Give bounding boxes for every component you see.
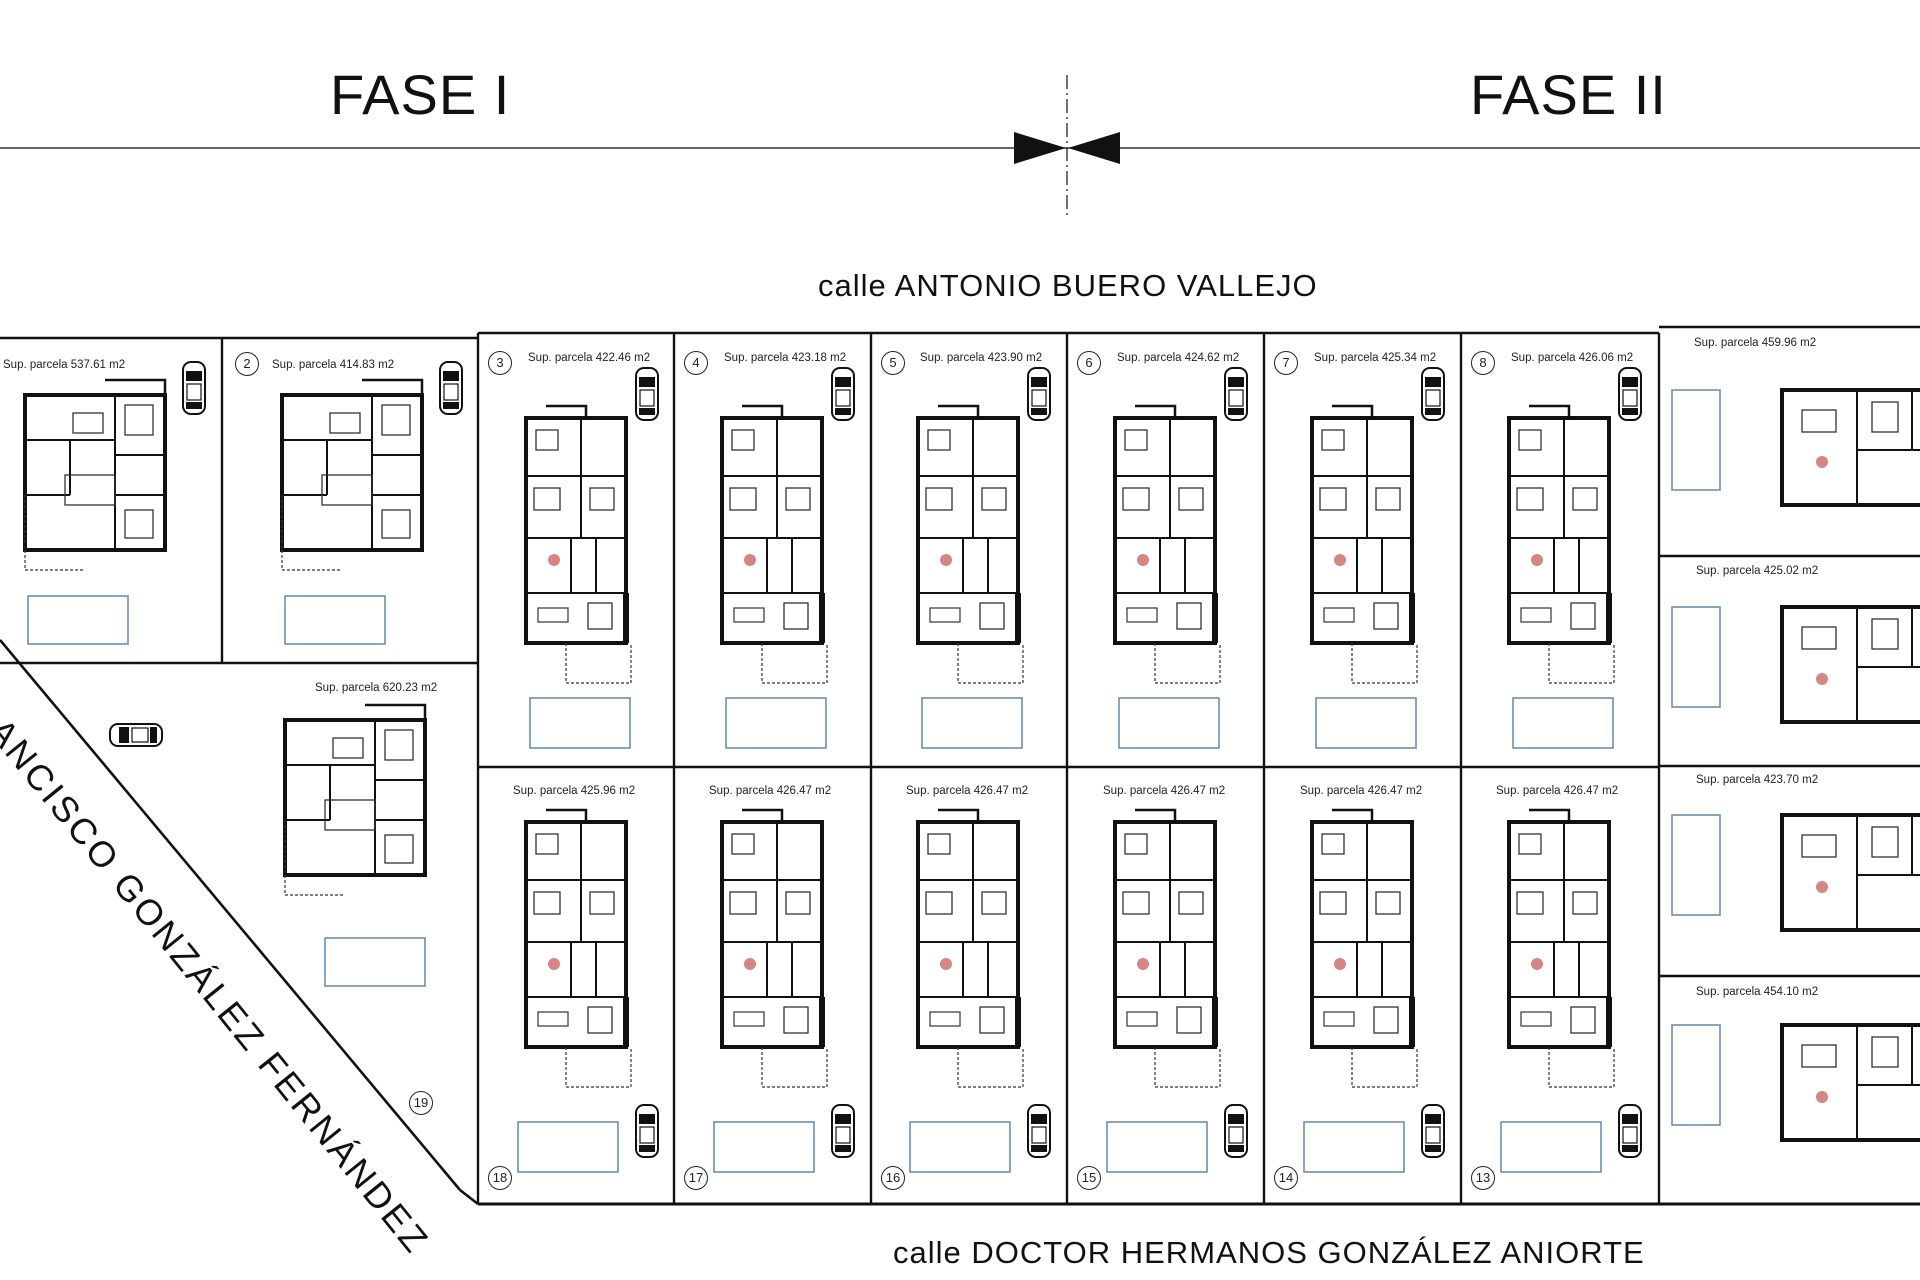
pool-rect	[1512, 697, 1614, 749]
plot-18-surface: Sup. parcela 425.96 m2	[513, 785, 636, 797]
plot-15-surface: Sup. parcela 426.47 m2	[1103, 785, 1226, 797]
house-floorplan-top-5	[918, 406, 1023, 683]
plot-19-surface: Sup. parcela 620.23 m2	[315, 682, 438, 694]
car-icon	[109, 723, 163, 747]
car-icon	[1027, 1104, 1051, 1158]
house-floorplan-top-6	[1115, 406, 1220, 683]
pool-rect	[1303, 1121, 1405, 1173]
pool-rect	[27, 595, 129, 645]
phase-2-label: FASE II	[1470, 63, 1667, 126]
car-icon	[635, 1104, 659, 1158]
plot-16-surface: Sup. parcela 426.47 m2	[906, 785, 1029, 797]
phase-1-label: FASE I	[330, 63, 511, 126]
pool-rect	[517, 1121, 619, 1173]
house-floorplan-r2	[1780, 605, 1920, 724]
car-icon	[1027, 367, 1051, 421]
plot-2-number: 2	[235, 352, 259, 376]
house-floorplan-bottom-13	[1509, 810, 1614, 1087]
house-floorplan-top-3	[526, 406, 631, 683]
pool-rect	[1671, 1024, 1721, 1126]
pool-rect	[1671, 814, 1721, 916]
plot-r4-surface: Sup. parcela 454.10 m2	[1696, 986, 1819, 998]
plot-7-surface: Sup. parcela 425.34 m2	[1314, 352, 1437, 364]
car-icon	[1224, 1104, 1248, 1158]
pool-rect	[1106, 1121, 1208, 1173]
pool-rect	[284, 595, 386, 645]
pool-rect	[1500, 1121, 1602, 1173]
plot-15-number: 15	[1077, 1166, 1101, 1190]
pool-rect	[921, 697, 1023, 749]
car-icon	[1421, 1104, 1445, 1158]
diagonal-street-edge	[459, 1188, 479, 1206]
car-icon	[831, 1104, 855, 1158]
pool-rect	[529, 697, 631, 749]
plot-5-number: 5	[881, 351, 905, 375]
plot-14-number: 14	[1274, 1166, 1298, 1190]
car-icon	[1421, 367, 1445, 421]
house-floorplan-bottom-17	[722, 810, 827, 1087]
pool-rect	[909, 1121, 1011, 1173]
car-icon	[1618, 367, 1642, 421]
house-floorplan-2	[280, 378, 424, 572]
pool-rect	[1671, 389, 1721, 491]
plot-14-surface: Sup. parcela 426.47 m2	[1300, 785, 1423, 797]
house-floorplan-bottom-18	[526, 810, 631, 1087]
pool-rect	[725, 697, 827, 749]
house-floorplan-top-4	[722, 406, 827, 683]
house-floorplan-bottom-14	[1312, 810, 1417, 1087]
car-icon	[439, 361, 463, 415]
street-top-label: calle ANTONIO BUERO VALLEJO	[818, 268, 1318, 303]
car-icon	[182, 361, 206, 415]
plot-1-surface: Sup. parcela 537.61 m2	[3, 359, 126, 371]
plot-7-number: 7	[1274, 351, 1298, 375]
pool-rect	[713, 1121, 815, 1173]
plot-13-number: 13	[1471, 1166, 1495, 1190]
car-icon	[635, 367, 659, 421]
plot-17-number: 17	[684, 1166, 708, 1190]
diagonal-street-edge	[0, 639, 461, 1191]
plot-13-surface: Sup. parcela 426.47 m2	[1496, 785, 1619, 797]
pool-rect	[1315, 697, 1417, 749]
plot-16-number: 16	[881, 1166, 905, 1190]
plot-2-surface: Sup. parcela 414.83 m2	[272, 359, 395, 371]
house-floorplan-bottom-16	[918, 810, 1023, 1087]
plot-4-surface: Sup. parcela 423.18 m2	[724, 352, 847, 364]
phase-arrow-left-icon	[1014, 132, 1066, 164]
plot-6-number: 6	[1077, 351, 1101, 375]
phase-arrow-right-icon	[1068, 132, 1120, 164]
plot-5-surface: Sup. parcela 423.90 m2	[920, 352, 1043, 364]
house-floorplan-r3	[1780, 813, 1920, 932]
pool-rect	[324, 937, 426, 987]
pool-rect	[1118, 697, 1220, 749]
pool-rect	[1671, 606, 1721, 708]
house-floorplan-bottom-15	[1115, 810, 1220, 1087]
house-floorplan-1	[23, 378, 167, 572]
plot-3-number: 3	[488, 351, 512, 375]
car-icon	[1224, 367, 1248, 421]
house-floorplan-r1	[1780, 388, 1920, 507]
plot-18-number: 18	[488, 1166, 512, 1190]
house-floorplan-r4	[1780, 1023, 1920, 1142]
plot-8-number: 8	[1471, 351, 1495, 375]
plot-r1-surface: Sup. parcela 459.96 m2	[1694, 337, 1817, 349]
car-icon	[831, 367, 855, 421]
plot-19-number: 19	[409, 1091, 433, 1115]
plot-8-surface: Sup. parcela 426.06 m2	[1511, 352, 1634, 364]
plot-4-number: 4	[684, 351, 708, 375]
plot-r2-surface: Sup. parcela 425.02 m2	[1696, 565, 1819, 577]
house-floorplan-19	[283, 703, 427, 897]
plot-17-surface: Sup. parcela 426.47 m2	[709, 785, 832, 797]
street-bottom-label: calle DOCTOR HERMANOS GONZÁLEZ ANIORTE	[893, 1235, 1645, 1270]
plot-6-surface: Sup. parcela 424.62 m2	[1117, 352, 1240, 364]
plot-3-surface: Sup. parcela 422.46 m2	[528, 352, 651, 364]
plot-r3-surface: Sup. parcela 423.70 m2	[1696, 774, 1819, 786]
house-floorplan-top-7	[1312, 406, 1417, 683]
car-icon	[1618, 1104, 1642, 1158]
house-floorplan-top-8	[1509, 406, 1614, 683]
